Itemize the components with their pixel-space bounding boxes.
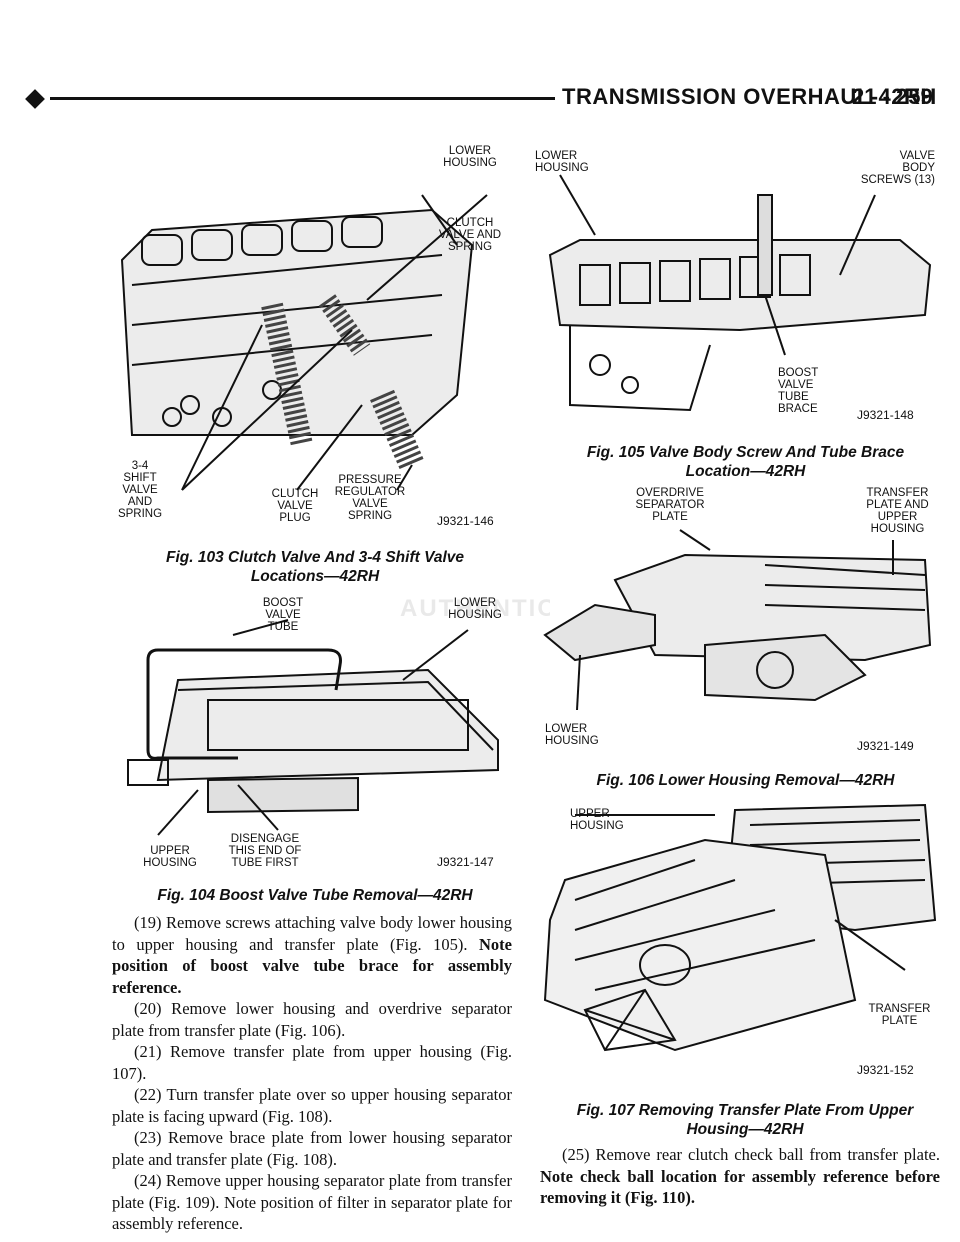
step-19-note: Note position of boost valve tube brace … bbox=[112, 934, 512, 997]
label-lower-housing-103: LOWER HOUSING bbox=[443, 145, 497, 169]
caption-106: Fig. 106 Lower Housing Removal—42RH bbox=[596, 772, 895, 789]
label-valve-body-screws: VALVE BODY SCREWS (13) bbox=[860, 150, 935, 186]
figure-104 bbox=[118, 590, 513, 860]
figure-code-103: J9321-146 bbox=[437, 514, 494, 528]
figure-106-illustration bbox=[543, 529, 932, 711]
header-rule bbox=[50, 97, 555, 100]
figure-103-illustration bbox=[120, 194, 488, 491]
left-body-text: (19) Remove screws attaching valve body … bbox=[112, 912, 512, 1235]
page-number: 21 - 259 bbox=[852, 84, 933, 109]
label-lower-housing-104: LOWER HOUSING bbox=[448, 597, 502, 621]
figure-code-105: J9321-148 bbox=[857, 408, 914, 422]
figure-code-104: J9321-147 bbox=[437, 855, 494, 869]
step-21: (21) Remove transfer plate from upper ho… bbox=[112, 1042, 512, 1083]
step-24: (24) Remove upper housing separator plat… bbox=[112, 1171, 512, 1233]
step-23: (23) Remove brace plate from lower housi… bbox=[112, 1128, 512, 1169]
figure-code-106: J9321-149 bbox=[857, 739, 914, 753]
step-25: (25) Remove rear clutch check ball from … bbox=[540, 1144, 940, 1209]
label-lower-housing-105: LOWER HOUSING bbox=[535, 150, 589, 174]
label-clutch-valve-plug: CLUTCH VALVE PLUG bbox=[271, 488, 319, 524]
label-overdrive-plate: OVERDRIVE SEPARATOR PLATE bbox=[635, 487, 705, 523]
label-pressure-regulator: PRESSURE REGULATOR VALVE SPRING bbox=[334, 474, 406, 522]
figure-103 bbox=[112, 135, 512, 545]
caption-104: Fig. 104 Boost Valve Tube Removal—42RH bbox=[157, 887, 473, 904]
step-25-text: (25) Remove rear clutch check ball from … bbox=[562, 1145, 940, 1164]
label-boost-brace: BOOST VALVE TUBE BRACE bbox=[778, 367, 819, 415]
step-25-note: Note check ball location for assembly re… bbox=[540, 1166, 940, 1208]
header-title: TRANSMISSION OVERHAUL-42RH bbox=[562, 84, 937, 109]
step-22: (22) Turn transfer plate over so upper h… bbox=[112, 1085, 512, 1126]
figure-code-107: J9321-152 bbox=[857, 1063, 914, 1077]
label-transfer-plate-upper: TRANSFER PLATE AND UPPER HOUSING bbox=[866, 487, 929, 535]
figure-105 bbox=[540, 145, 935, 430]
caption-107: Fig. 107 Removing Transfer Plate From Up… bbox=[576, 1102, 914, 1138]
figure-107-illustration bbox=[543, 803, 937, 1052]
figure-107 bbox=[535, 800, 940, 1070]
label-upper-housing-104: UPPER HOUSING bbox=[143, 845, 197, 869]
caption-103: Fig. 103 Clutch Valve And 3-4 Shift Valv… bbox=[165, 549, 465, 585]
figure-104-illustration bbox=[127, 619, 499, 836]
step-19-text: (19) Remove screws attaching valve body … bbox=[112, 913, 512, 954]
figure-106 bbox=[535, 485, 935, 755]
label-transfer-plate-107: TRANSFER PLATE bbox=[868, 1003, 931, 1027]
step-19: (19) Remove screws attaching valve body … bbox=[112, 912, 512, 998]
label-clutch-valve-spring: CLUTCH VALVE AND SPRING bbox=[438, 217, 502, 253]
label-3-4-shift-valve: 3-4 SHIFT VALVE AND SPRING bbox=[117, 460, 163, 520]
label-boost-valve-tube: BOOST VALVE TUBE bbox=[262, 597, 304, 633]
label-upper-housing-107: UPPER HOUSING bbox=[570, 808, 624, 832]
header-bullet-icon bbox=[25, 89, 45, 109]
step-20: (20) Remove lower housing and overdrive … bbox=[112, 999, 512, 1040]
caption-105: Fig. 105 Valve Body Screw And Tube Brace… bbox=[586, 444, 905, 480]
label-lower-housing-106: LOWER HOUSING bbox=[545, 723, 599, 747]
right-body-text: (25) Remove rear clutch check ball from … bbox=[540, 1144, 940, 1209]
figure-105-illustration bbox=[548, 174, 932, 412]
label-disengage: DISENGAGE THIS END OF TUBE FIRST bbox=[228, 833, 302, 869]
watermark: AUTHENTIC RESTORATION PRODUCTS bbox=[400, 595, 550, 622]
